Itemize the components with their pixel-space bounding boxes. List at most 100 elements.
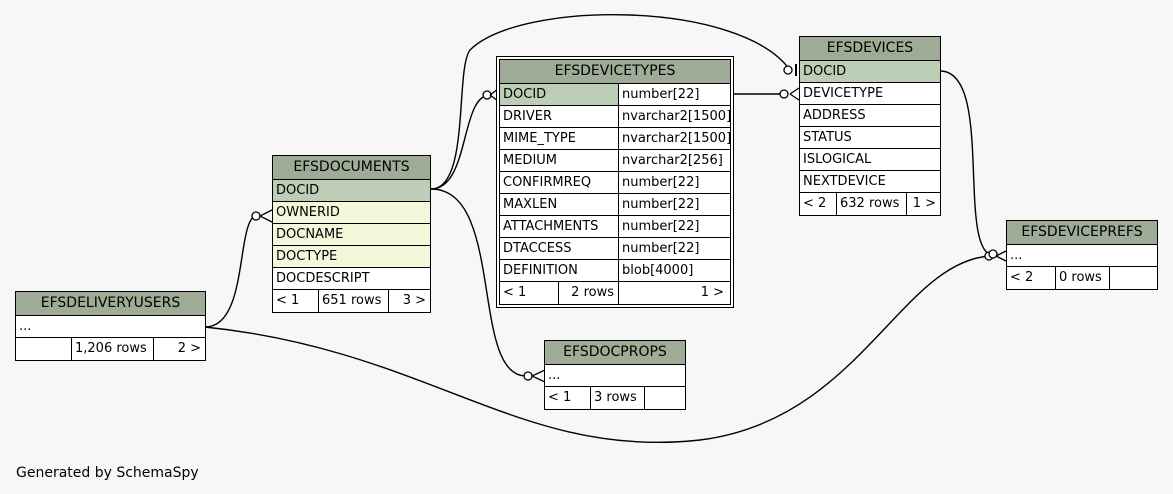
column-name: ATTACHMENTS xyxy=(503,219,599,234)
column-name: DOCNAME xyxy=(276,227,344,242)
column-row[interactable]: CONFIRMREQ number[22] xyxy=(500,172,730,194)
children-link[interactable]: 2 > xyxy=(153,338,205,360)
column-row[interactable]: DTACCESS number[22] xyxy=(500,238,730,260)
column-row[interactable]: DOCNAME xyxy=(273,224,430,246)
rel-documents-devices xyxy=(430,13,791,190)
column-row[interactable]: DRIVER nvarchar2[1500] xyxy=(500,106,730,128)
children-link[interactable]: 1 > xyxy=(618,282,730,304)
column-row[interactable]: ... xyxy=(545,365,685,387)
table-footer: < 1 651 rows 3 > xyxy=(273,290,430,312)
crowfoot-marker xyxy=(531,369,546,383)
table-efsdeviceprefs[interactable]: EFSDEVICEPREFS ... < 2 0 rows xyxy=(1006,220,1158,290)
children-link[interactable]: 3 > xyxy=(388,290,430,312)
rel-documents-docprops xyxy=(430,188,527,377)
column-row[interactable]: MAXLEN number[22] xyxy=(500,194,730,216)
table-efsdevices[interactable]: EFSDEVICES DOCID DEVICETYPE ADDRESS STAT… xyxy=(799,36,941,216)
optional-marker xyxy=(779,89,789,99)
parents-link[interactable] xyxy=(16,338,71,360)
row-count: 632 rows xyxy=(836,193,906,215)
row-count: 2 rows xyxy=(558,282,618,304)
optional-marker xyxy=(482,90,492,100)
column-name: CONFIRMREQ xyxy=(503,175,592,190)
column-type: number[22] xyxy=(618,194,730,215)
column-name: DOCID xyxy=(803,64,847,79)
column-row[interactable]: DOCDESCRIPT xyxy=(273,268,430,290)
children-link[interactable] xyxy=(644,387,685,409)
column-row[interactable]: DOCTYPE xyxy=(273,246,430,268)
column-name: ... xyxy=(19,319,32,334)
table-footer: < 2 0 rows xyxy=(1007,267,1157,289)
column-row[interactable]: STATUS xyxy=(800,127,940,149)
column-row[interactable]: NEXTDEVICE xyxy=(800,171,940,193)
table-efsdocuments[interactable]: EFSDOCUMENTS DOCID OWNERID DOCNAME DOCTY… xyxy=(272,155,431,313)
column-name: DEVICETYPE xyxy=(803,86,884,101)
table-footer: < 2 632 rows 1 > xyxy=(800,193,940,215)
children-link[interactable] xyxy=(1109,267,1157,289)
table-efsdevicetypes[interactable]: EFSDEVICETYPES DOCID number[22] DRIVER n… xyxy=(496,56,734,308)
column-row[interactable]: DEFINITION blob[4000] xyxy=(500,260,730,282)
parents-link[interactable]: < 1 xyxy=(548,390,572,405)
column-row[interactable]: MEDIUM nvarchar2[256] xyxy=(500,150,730,172)
row-count: 1,206 rows xyxy=(71,338,153,360)
column-type: number[22] xyxy=(618,172,730,193)
column-row[interactable]: ADDRESS xyxy=(800,105,940,127)
optional-marker xyxy=(523,371,533,381)
column-row[interactable]: DEVICETYPE xyxy=(800,83,940,105)
column-name: DOCID xyxy=(503,87,547,102)
table-efsdocprops[interactable]: EFSDOCPROPS ... < 1 3 rows xyxy=(544,340,686,410)
column-row[interactable]: DOCID number[22] xyxy=(500,84,730,106)
column-type: number[22] xyxy=(618,84,730,105)
column-row[interactable]: ATTACHMENTS number[22] xyxy=(500,216,730,238)
column-row[interactable]: DOCID xyxy=(800,61,940,83)
rel-deliveryusers-deviceprefs xyxy=(204,255,991,444)
optional-marker xyxy=(251,211,261,221)
column-row[interactable]: ... xyxy=(16,316,205,338)
table-footer: 1,206 rows 2 > xyxy=(16,338,205,360)
column-name: DTACCESS xyxy=(503,241,572,256)
column-type: number[22] xyxy=(618,238,730,259)
column-type: nvarchar2[1500] xyxy=(618,128,730,149)
column-name: DOCTYPE xyxy=(276,249,338,264)
column-row[interactable]: OWNERID xyxy=(273,202,430,224)
column-name: DEFINITION xyxy=(503,263,578,278)
column-name: DOCID xyxy=(276,183,320,198)
row-count: 0 rows xyxy=(1055,267,1109,289)
crowfoot-marker xyxy=(259,209,273,223)
column-row[interactable]: ISLOGICAL xyxy=(800,149,940,171)
column-name: NEXTDEVICE xyxy=(803,174,886,189)
table-title[interactable]: EFSDEVICES xyxy=(800,37,940,61)
parents-link[interactable]: < 2 xyxy=(803,196,827,211)
column-row[interactable]: ... xyxy=(1007,245,1157,267)
column-type: nvarchar2[256] xyxy=(618,150,730,171)
table-title[interactable]: EFSDEVICEPREFS xyxy=(1007,221,1157,245)
column-name: OWNERID xyxy=(276,205,340,220)
column-row[interactable]: DOCID xyxy=(273,180,430,202)
column-name: MIME_TYPE xyxy=(503,131,576,146)
row-count: 651 rows xyxy=(318,290,388,312)
rel-deliveryusers-documents xyxy=(204,214,259,328)
table-title[interactable]: EFSDOCPROPS xyxy=(545,341,685,365)
table-title[interactable]: EFSDOCUMENTS xyxy=(273,156,430,180)
optional-marker xyxy=(783,65,793,75)
generated-by-label: Generated by SchemaSpy xyxy=(16,465,199,481)
crowfoot-marker xyxy=(789,87,800,101)
row-count: 3 rows xyxy=(590,387,644,409)
rel-devices-deviceprefs xyxy=(939,70,996,257)
table-title[interactable]: EFSDEVICETYPES xyxy=(500,60,730,84)
column-name: ISLOGICAL xyxy=(803,152,872,167)
column-name: DRIVER xyxy=(503,109,553,124)
children-link[interactable]: 1 > xyxy=(906,193,940,215)
column-row[interactable]: MIME_TYPE nvarchar2[1500] xyxy=(500,128,730,150)
parents-link[interactable]: < 1 xyxy=(503,285,527,300)
column-name: DOCDESCRIPT xyxy=(276,271,370,286)
table-footer: < 1 2 rows 1 > xyxy=(500,282,730,304)
column-name: STATUS xyxy=(803,130,852,145)
optional-marker xyxy=(988,249,998,259)
column-name: MEDIUM xyxy=(503,153,558,168)
parents-link[interactable]: < 1 xyxy=(276,293,300,308)
table-title[interactable]: EFSDELIVERYUSERS xyxy=(16,292,205,316)
column-name: ... xyxy=(548,368,561,383)
parents-link[interactable]: < 2 xyxy=(1010,270,1034,285)
table-efsdeliveryusers[interactable]: EFSDELIVERYUSERS ... 1,206 rows 2 > xyxy=(15,291,206,361)
